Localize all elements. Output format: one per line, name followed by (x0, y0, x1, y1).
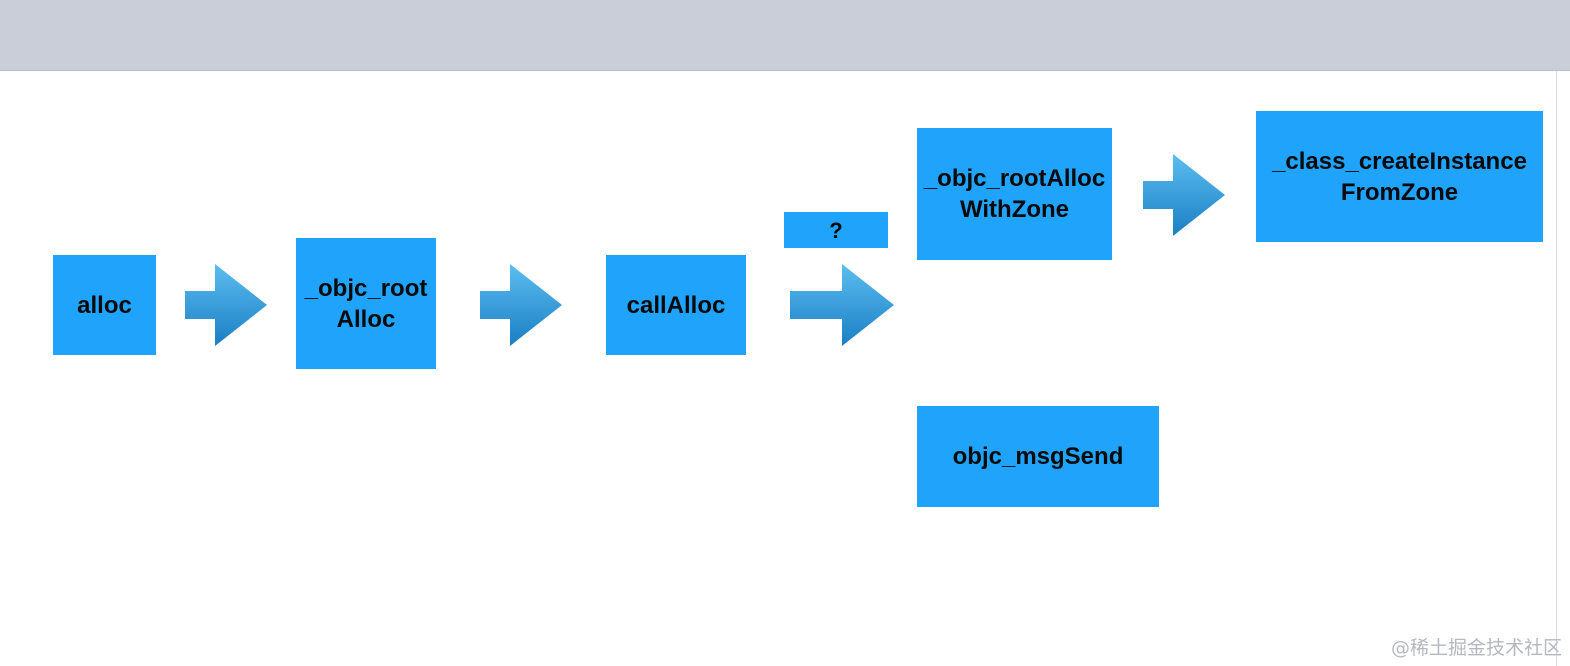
node-class-create-instance-from-zone: _class_createInstance FromZone (1256, 111, 1543, 242)
arrow-right-icon (790, 264, 894, 346)
node-objc-msgsend: objc_msgSend (917, 406, 1159, 507)
node-objc-root-alloc-with-zone: _objc_rootAlloc WithZone (917, 128, 1112, 260)
node-question-label: ? (784, 212, 888, 248)
right-edge-divider (1556, 71, 1557, 666)
node-alloc: alloc (53, 255, 156, 355)
arrow-right-icon (480, 264, 562, 346)
node-call-alloc: callAlloc (606, 255, 746, 355)
watermark-text: @稀土掘金技术社区 (1390, 637, 1562, 659)
window-top-bar (0, 0, 1570, 71)
node-objc-root-alloc: _objc_root Alloc (296, 238, 436, 369)
arrow-right-icon (1143, 154, 1225, 236)
arrow-right-icon (185, 264, 267, 346)
